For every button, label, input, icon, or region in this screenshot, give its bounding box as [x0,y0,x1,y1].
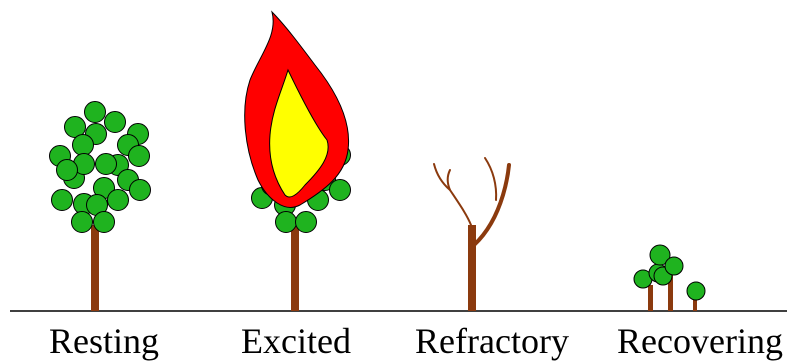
resting-leaf [94,212,115,233]
refractory-left-branch [448,170,471,225]
resting-leaf [72,212,93,233]
resting-trunk [91,225,99,311]
stage-label-excited: Excited [241,318,351,364]
stage-label-recovering: Recovering [617,318,783,364]
resting-tree [50,102,151,312]
resting-leaf [85,102,106,123]
resting-leaf [108,190,129,211]
refractory-trunk [468,225,476,311]
resting-leaf [73,135,94,156]
recovering-trees [634,245,705,311]
resting-leaf [129,146,150,167]
excited-leaf [330,180,351,201]
excited-tree [245,12,351,311]
resting-leaf [52,190,73,211]
excited-leaf [296,212,317,233]
stage-label-resting: Resting [49,318,159,364]
excited-leaf [276,212,297,233]
refractory-right-branch [474,165,509,245]
resting-leaf [130,180,151,201]
recovering-trunk-1 [648,285,653,311]
resting-canopy [50,102,151,233]
recovering-leaf [665,257,683,275]
recovering-leaf [687,282,705,300]
resting-leaf [96,154,117,175]
excited-trunk [291,225,299,311]
refractory-tree [434,158,509,311]
resting-leaf [105,112,126,133]
stage-label-refractory: Refractory [415,318,569,364]
resting-leaf [57,160,78,181]
refractory-right-twig [485,158,496,200]
